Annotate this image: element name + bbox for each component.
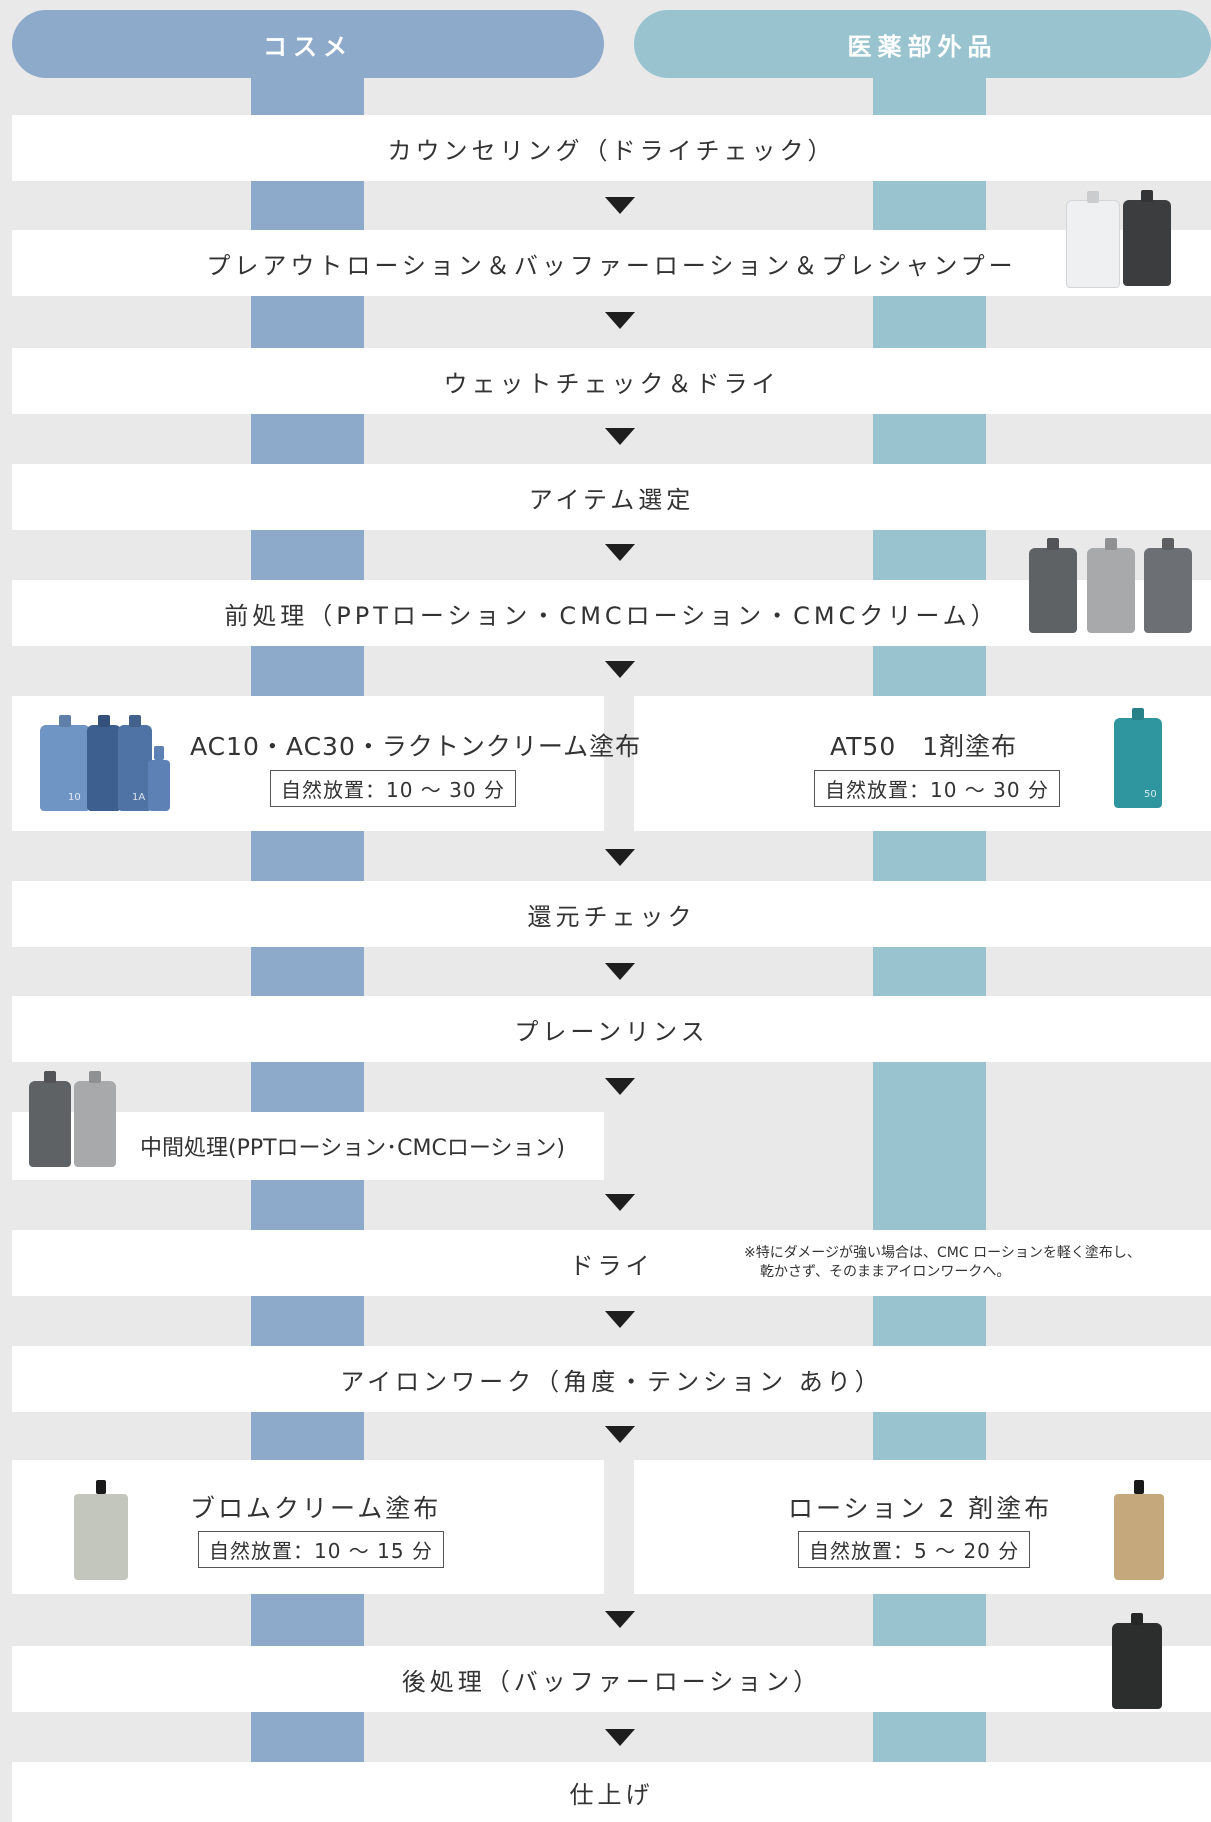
flow-arrow (605, 963, 635, 980)
dry-note: ※特にダメージが強い場合は、CMC ローションを軽く塗布し、 乾かさず、そのまま… (744, 1245, 1141, 1280)
flow-arrow (605, 849, 635, 866)
flow-arrow (605, 1729, 635, 1746)
ppt-lotion-product-icon (29, 1081, 71, 1167)
quasi-drug-header: 医薬部外品 (634, 10, 1211, 78)
step-finish: 仕上げ (12, 1762, 1211, 1822)
flow-arrow (605, 1311, 635, 1328)
ac30-product-icon (87, 725, 121, 811)
step-post-treatment: 後処理（バッファーローション） (12, 1646, 1211, 1712)
bromo-cream-product-icon (74, 1480, 128, 1580)
quasi-drug-apply-1-title: AT50 1剤塗布 (830, 732, 1018, 761)
cosme-apply-1-time: 自然放置：10 ～ 30 分 (270, 770, 516, 807)
cosme-apply-2-title: ブロムクリーム塗布 (190, 1494, 442, 1523)
step-counseling: カウンセリング（ドライチェック） (12, 115, 1211, 181)
cosme-header: コスメ (12, 10, 604, 78)
step-item-select: アイテム選定 (12, 464, 1211, 530)
ac1a-product-icon: 1A (118, 725, 152, 811)
flow-arrow (605, 1611, 635, 1628)
step-pretreatment: 前処理（PPTローション・CMCローション・CMCクリーム） (12, 580, 1211, 646)
step-wet-check: ウェットチェック＆ドライ (12, 348, 1211, 414)
flow-arrow (605, 428, 635, 445)
step-dry: ドライ (12, 1230, 1211, 1296)
step-iron-work: アイロンワーク（角度・テンション あり） (12, 1346, 1211, 1412)
ppt-lotion-product-icon (1029, 548, 1077, 633)
mid-gap (604, 1112, 873, 1180)
cosme-apply-2-time: 自然放置：10 ～ 15 分 (198, 1531, 444, 1568)
step-reduction-check: 還元チェック (12, 881, 1211, 947)
quasi-drug-apply-2-title: ローション 2 剤塗布 (788, 1494, 1053, 1523)
flow-arrow (605, 661, 635, 678)
flow-arrow (605, 312, 635, 329)
step-pre-out-lotion: プレアウトローション＆バッファーローション＆プレシャンプー (12, 230, 1211, 296)
buffer-lotion-product-icon (1112, 1623, 1162, 1709)
cmc-lotion-product-icon (1087, 548, 1135, 633)
ac10-product-icon: 10 (40, 725, 90, 811)
flow-arrow (605, 544, 635, 561)
flow-arrow (605, 1194, 635, 1211)
flow-arrow (605, 197, 635, 214)
step-plain-rinse: プレーンリンス (12, 996, 1211, 1062)
cosme-apply-1-title: AC10・AC30・ラクトンクリーム塗布 (190, 732, 642, 761)
buffer-lotion-product-icon (1123, 200, 1171, 286)
lactone-cream-product-icon (148, 746, 170, 811)
flow-arrow (605, 1078, 635, 1095)
quasi-drug-apply-1-time: 自然放置：10 ～ 30 分 (814, 770, 1060, 807)
quasi-drug-apply-2-time: 自然放置：5 ～ 20 分 (798, 1531, 1031, 1568)
flow-arrow (605, 1426, 635, 1443)
at50-product-icon: 50 (1114, 718, 1162, 808)
lotion-2-product-icon (1114, 1480, 1164, 1580)
cmc-cream-product-icon (1144, 548, 1192, 633)
pre-out-lotion-product-icon (1066, 200, 1120, 288)
cmc-lotion-product-icon (74, 1081, 116, 1167)
